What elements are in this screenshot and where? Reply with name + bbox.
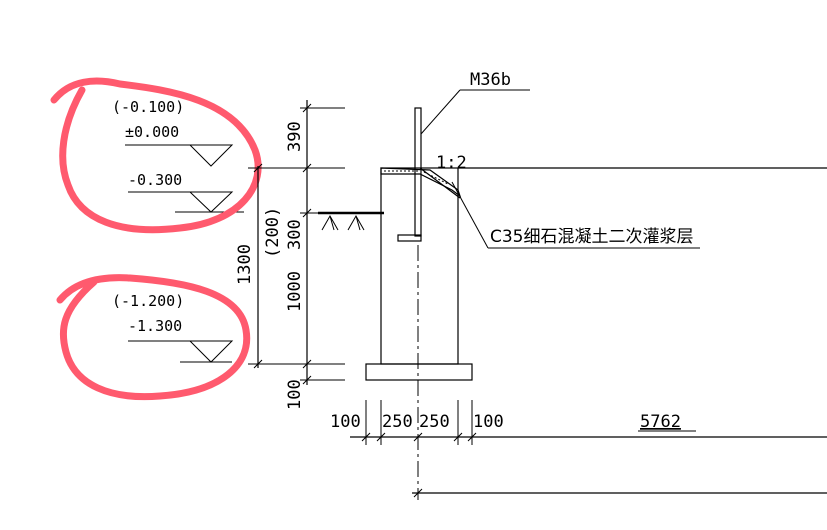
- anchor-label: M36b: [470, 70, 511, 90]
- grout-label: C35细石混凝土二次灌浆层: [490, 227, 694, 247]
- footing-cushion: [365, 363, 473, 381]
- dimension-label-200: (200): [263, 207, 283, 258]
- elevation-triangle-icon: [188, 191, 234, 213]
- dimension-label-1000: 1000: [285, 271, 305, 312]
- horizontal-dimensions: 100 250 250 100 5762: [330, 400, 827, 498]
- pier: [365, 107, 473, 500]
- callout-leader: [420, 89, 461, 135]
- elevation-label-minus-1300: -1.300: [128, 317, 182, 335]
- pier-outline: [380, 167, 459, 365]
- soil-hatch-icon: [321, 214, 365, 231]
- callout-leader: [451, 181, 489, 249]
- callout-grout: C35细石混凝土二次灌浆层: [451, 181, 700, 249]
- dimension-label-390: 390: [285, 121, 305, 152]
- elevation-group-top: (-0.100) ±0.000 -0.300: [112, 98, 244, 213]
- dimension-label-250-left: 250: [382, 412, 413, 432]
- vertical-dimensions: 390 1300 (200) 300 1000 100: [235, 100, 345, 410]
- elevation-label-zero: ±0.000: [125, 123, 179, 141]
- grout-layer: [380, 167, 462, 198]
- dimension-label-span: 5762: [640, 412, 681, 432]
- dimension-label-300: 300: [285, 219, 305, 250]
- elevation-label-minus-1200-paren: (-1.200): [112, 292, 184, 310]
- anchor-bolt: [414, 107, 422, 237]
- anchor-bolt-hook: [397, 234, 422, 242]
- dimension-label-100: 100: [285, 379, 305, 410]
- elevation-label-minus-0100-paren: (-0.100): [112, 98, 184, 116]
- slope-edge: [419, 167, 461, 199]
- ground-line: [318, 211, 384, 231]
- dimension-label-250-right: 250: [419, 412, 450, 432]
- slope-label: 1:2: [436, 153, 467, 173]
- dimension-label-100-left: 100: [330, 412, 361, 432]
- dimension-label-100-right: 100: [473, 412, 504, 432]
- callout-anchor: M36b: [420, 70, 530, 135]
- elevation-triangle-icon: [188, 144, 234, 167]
- elevation-triangle-icon: [188, 340, 234, 363]
- annotation-circle-bottom: [56, 274, 251, 401]
- dimension-label-1300: 1300: [235, 244, 255, 285]
- elevation-group-bottom: (-1.200) -1.300: [112, 292, 234, 363]
- annotation-circle-top: [50, 77, 262, 234]
- elevation-label-minus-0300: -0.300: [128, 171, 182, 189]
